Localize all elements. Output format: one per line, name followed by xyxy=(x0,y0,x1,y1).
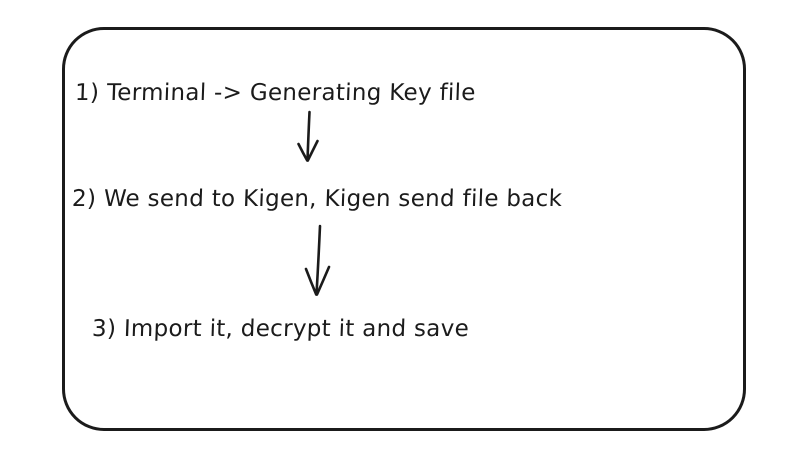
step-3-label: 3) Import it, decrypt it and save xyxy=(92,316,470,342)
down-arrow-icon xyxy=(298,222,342,306)
down-arrow-icon xyxy=(290,108,330,172)
step-1-label: 1) Terminal -> Generating Key file xyxy=(75,80,477,106)
step-2-label: 2) We send to Kigen, Kigen send file bac… xyxy=(72,186,563,212)
